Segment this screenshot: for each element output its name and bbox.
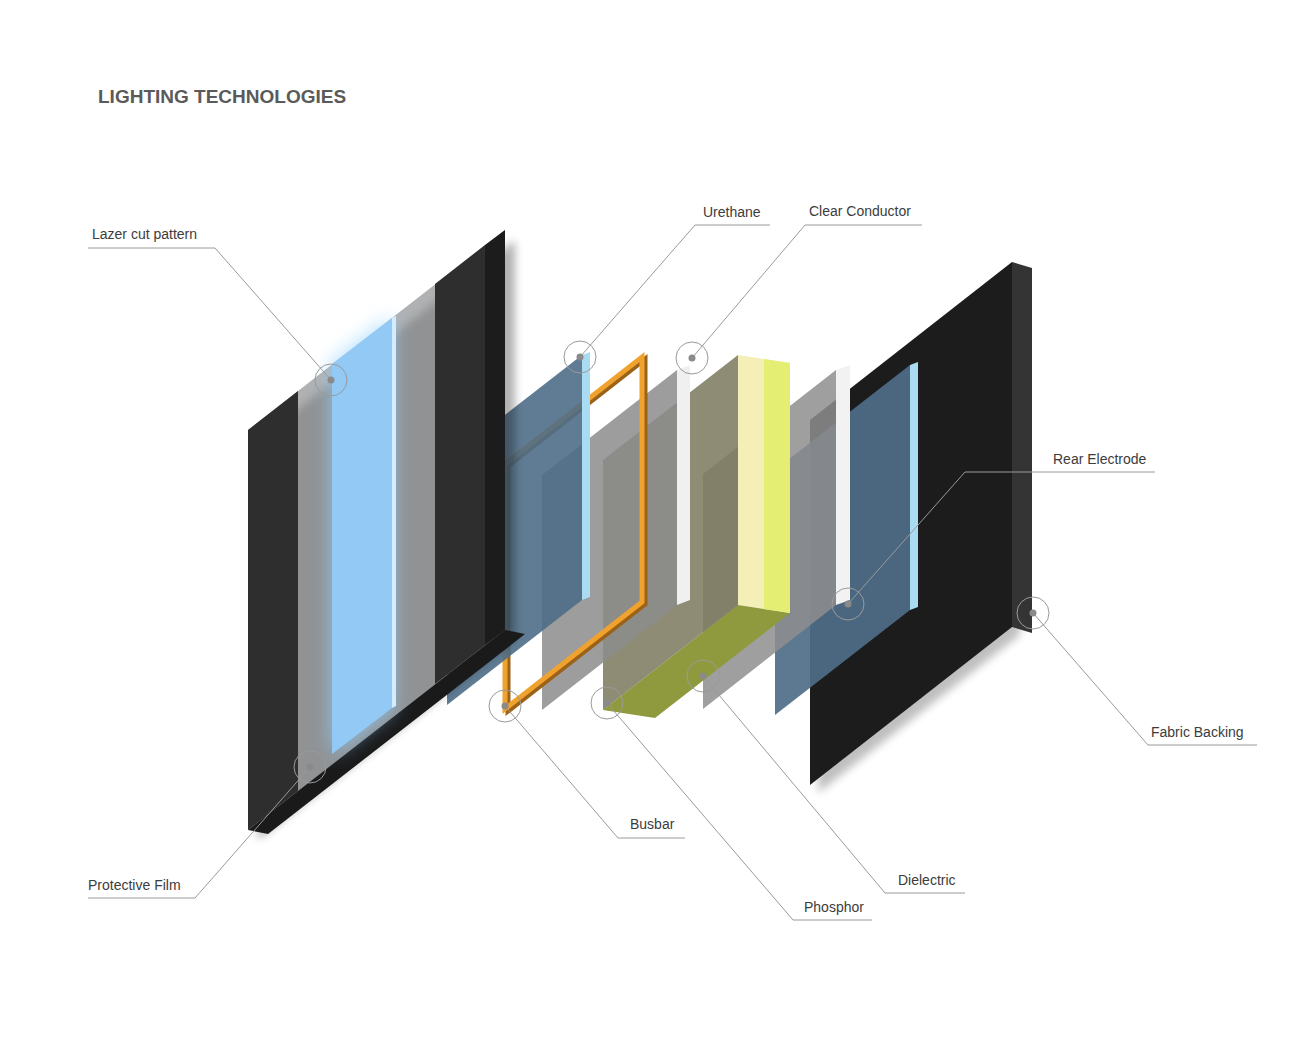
part-label: Busbar [630,816,674,832]
part-label: Urethane [703,204,761,220]
callout-leaders [88,225,1257,920]
part-label: Fabric Backing [1151,724,1244,740]
protective-film-frame [248,230,525,840]
part-label: Dielectric [898,872,956,888]
diagram-title: LIGHTING TECHNOLOGIES [98,86,346,108]
callout-dots [307,354,1037,771]
fabric-backing-layer [810,262,1032,793]
part-label: Protective Film [88,877,181,893]
part-label: Rear Electrode [1053,451,1146,467]
part-label: Clear Conductor [809,203,911,219]
part-label: Phosphor [804,899,864,915]
part-label: Lazer cut pattern [92,226,197,242]
